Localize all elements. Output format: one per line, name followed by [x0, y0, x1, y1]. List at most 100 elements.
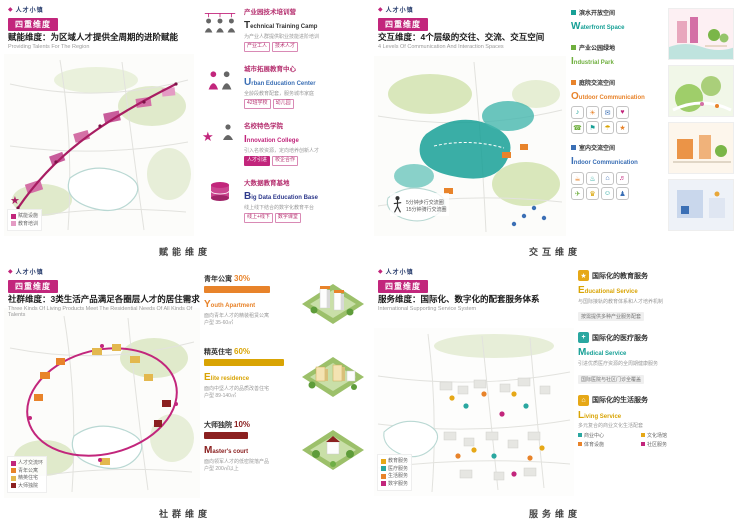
panel-caption: 社群维度 — [158, 509, 211, 519]
bullet-square-icon — [578, 442, 582, 447]
brand-mark-icon: ◆ — [378, 269, 384, 275]
item-title: 室内交流空间 — [579, 146, 616, 153]
dimension-badge: 四重维度 — [8, 18, 58, 31]
item-desc: 为产业人群提供职业技能进阶培训 — [244, 33, 320, 40]
legend-label: 赋能设施 — [18, 213, 39, 219]
courtyard-space-photo — [668, 122, 734, 174]
item-title-en: Elite residence — [204, 372, 250, 383]
medical-service-icon: + — [578, 332, 589, 344]
empowerment-map: ★ 赋能设施 教育培训 — [4, 54, 194, 236]
brand-mark-icon: ◆ — [8, 269, 14, 275]
svg-text:★: ★ — [10, 195, 20, 207]
item-desc: 与国际接轨的教育体系和人才培养机制 — [578, 298, 664, 305]
amenity-icon: ☺ — [601, 187, 614, 201]
legend-swatch — [11, 221, 16, 227]
item-title-en: Big Data Education Base — [244, 191, 318, 202]
amenity-icon: ✉ — [601, 106, 614, 120]
bullet-square-icon — [641, 433, 645, 438]
brand-logo: ◆ 人才小镇 — [8, 267, 200, 276]
empowerment-panel: ◆ 人才小镇 四重维度 赋能维度：为区域人才提供全周期的进阶赋能 Providi… — [0, 0, 370, 261]
brand-logo: ◆ 人才小镇 — [8, 5, 200, 14]
item-percentage: 30% — [234, 274, 251, 283]
item-title: 庭院交流空间 — [579, 80, 616, 87]
item-title-en: Outdoor Communication — [571, 90, 645, 102]
brand-name: 人才小镇 — [385, 270, 414, 276]
community-map: 人才交流环 青年公寓 精英住宅 大师独院 — [4, 308, 200, 498]
item-desc: 户型 89-140㎡ — [204, 393, 236, 400]
star-icon: ★ — [200, 120, 240, 170]
item-title: 产业园技术培训营 — [244, 9, 296, 16]
item-desc: 面向中坚人才的品质改善住宅 — [204, 385, 270, 392]
legend-label: 医疗服务 — [388, 465, 409, 472]
brand-name: 人才小镇 — [15, 8, 44, 14]
indoor-space-photo — [668, 179, 734, 231]
service-item-list: ★ 国际化的教育服务 Educational Service 与国际接轨的教育体… — [578, 270, 736, 457]
list-item-waterfront: 滨水开放空间 Waterfront Space — [571, 8, 665, 34]
panel-subhead: International Supporting Service System — [378, 305, 477, 312]
amenity-icon: ♪ — [571, 106, 584, 120]
item-desc: 面向领军人才的低密院落产品 — [204, 458, 270, 465]
bullet-label: 社区服务 — [647, 441, 668, 448]
share-bar — [204, 286, 270, 293]
panel-caption: 交互维度 — [528, 247, 581, 257]
amenity-icon: ☀ — [586, 106, 599, 120]
bullet-square-icon — [571, 79, 576, 85]
walk-radius-legend: 5分钟步行交流圈 15分钟骑行交流圈 — [390, 193, 449, 216]
legend-swatch — [11, 213, 16, 219]
item-percentage: 60% — [234, 347, 251, 356]
item-title: 大数据教育基地 — [244, 180, 290, 187]
list-item-innovation-college: ★ 名校特色学院 Innovation College 引入名校资源，定向培养创… — [200, 120, 366, 170]
item-desc: 引入名校资源，定向培养创新人才 — [244, 147, 320, 154]
legend-swatch — [381, 481, 386, 487]
bullet-label: 商业中心 — [584, 432, 605, 439]
amenity-icon: ♬ — [616, 172, 629, 186]
bullet-label: 文化场馆 — [647, 432, 668, 439]
item-desc: 引进优质医疗资源的全周期健康服务 — [578, 361, 659, 368]
item-title-en: Educational Service — [578, 285, 638, 296]
amenity-icon: ♛ — [586, 187, 599, 201]
list-item-living-service: ⌂ 国际化的生活服务 Living Service 多元复合的商业文化生活配套 … — [578, 394, 736, 448]
dimension-badge: 四重维度 — [378, 18, 428, 31]
panel-caption: 服务维度 — [528, 509, 581, 519]
panel-subhead: 4 Levels Of Communication And Interactio… — [378, 43, 504, 50]
amenity-icon: ★ — [616, 121, 629, 135]
elite-residence-illustration — [300, 347, 366, 411]
panel-headline: 社群维度：3类生活产品满足各圈层人才的居住需求 — [8, 294, 200, 304]
item-title: 滨水开放空间 — [579, 11, 616, 17]
list-item-educational-service: ★ 国际化的教育服务 Educational Service 与国际接轨的教育体… — [578, 270, 736, 323]
legend-label: 教育服务 — [388, 458, 409, 464]
item-desc: 户型 35-60㎡ — [204, 320, 234, 327]
pedestrian-icon — [393, 196, 402, 213]
item-title-en: Master's court — [204, 445, 249, 456]
list-item-outdoor-communication: 庭院交流空间 Outdoor Communication ♪ ☀ ✉ ♥ ☎ ⚑… — [571, 78, 665, 135]
tag-chip: 数字课堂 — [274, 213, 301, 223]
community-panel: ◆ 人才小镇 四重维度 社群维度：3类生活产品满足各圈层人才的居住需求 Thre… — [0, 262, 370, 523]
amenity-icon-grid: ♪ ☀ ✉ ♥ ☎ ⚑ ☂ ★ — [571, 106, 665, 135]
tag-chip: 42班学校 — [244, 99, 271, 109]
legend-swatch — [11, 460, 16, 466]
dimension-badge: 四重维度 — [378, 280, 428, 293]
panel-headline: 赋能维度：为区域人才提供全周期的进阶赋能 — [8, 32, 179, 42]
empowerment-map-legend: 赋能设施 教育培训 — [7, 209, 43, 231]
tag-chip: 幼儿园 — [272, 99, 294, 109]
bullet-square-icon — [571, 145, 576, 151]
item-desc: 户型 200㎡以上 — [204, 466, 239, 473]
amenity-icon: ⚑ — [586, 121, 599, 135]
legend-swatch — [11, 475, 16, 481]
item-title: 青年公寓 — [204, 276, 232, 283]
item-title-en: Innovation College — [244, 134, 299, 145]
living-service-bullets: 商业中心 文化场馆 体育设施 社区服务 — [578, 432, 698, 448]
item-desc: 线上线下结合的数字化教育平台 — [244, 204, 315, 211]
youth-apartment-illustration — [300, 274, 366, 338]
legend-swatch — [381, 458, 386, 464]
community-map-legend: 人才交流环 青年公寓 精英住宅 大师独院 — [7, 456, 48, 493]
item-title-en: Technical Training Camp — [244, 20, 318, 31]
brand-mark-icon: ◆ — [378, 7, 384, 13]
list-item-bigdata-base: 大数据教育基地 Big Data Education Base 线上线下结合的数… — [200, 177, 366, 227]
item-title: 大师独院 — [204, 422, 232, 429]
database-icon — [200, 177, 240, 227]
interaction-panel: ◆ 人才小镇 四重维度 交互维度：4个层级的交往、交流、交互空间 4 Level… — [370, 0, 740, 261]
